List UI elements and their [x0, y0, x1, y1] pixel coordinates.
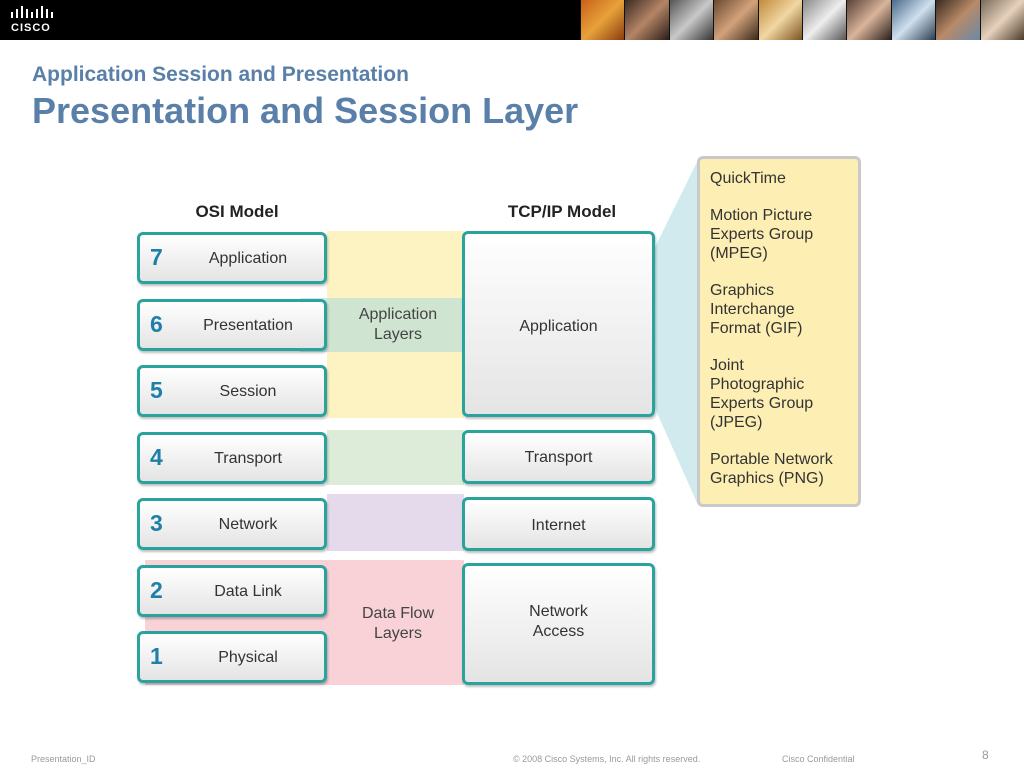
header-photo [668, 0, 714, 40]
footer-presentation-id: Presentation_ID [31, 754, 96, 764]
format-item: Graphics Interchange Format (GIF) [710, 282, 803, 337]
tcpip-layer-application: Application [462, 231, 655, 417]
layer-name: Presentation [203, 317, 293, 334]
osi-layer-5: 5 Session [137, 365, 327, 417]
layer-name: Application [208, 250, 288, 267]
layer-number: 3 [150, 510, 163, 536]
tcpip-model-heading: TCP/IP Model [507, 202, 617, 221]
layer-number: 5 [150, 377, 163, 403]
layer-name: Session [219, 383, 277, 400]
osi-layer-4: 4 Transport [137, 432, 327, 484]
slide-title: Presentation and Session Layer [32, 90, 579, 131]
footer-copyright: © 2008 Cisco Systems, Inc. All rights re… [513, 754, 701, 764]
layer-name: Transport [524, 449, 593, 466]
format-item: QuickTime [710, 170, 786, 187]
format-list: QuickTime Motion Picture Experts Group (… [710, 169, 852, 506]
layer-name: Internet [531, 517, 586, 534]
transport-band [327, 430, 464, 485]
layer-number: 6 [150, 311, 163, 337]
header-photo [846, 0, 891, 40]
osi-layer-6: 6 Presentation [137, 299, 327, 351]
tcpip-layer-transport: Transport [462, 430, 655, 484]
header-photo [624, 0, 669, 40]
layer-name: Physical [218, 649, 278, 666]
data-flow-layers-label: Data Flow Layers [361, 605, 435, 642]
layer-name: Transport [214, 450, 282, 467]
presentation-formats-callout: QuickTime Motion Picture Experts Group (… [697, 156, 861, 507]
header-photo [935, 0, 980, 40]
layer-name: Application [519, 318, 598, 335]
page-number: 8 [982, 748, 989, 762]
layer-name: Network [218, 516, 278, 533]
header-photo [757, 0, 803, 40]
layer-number: 7 [150, 244, 163, 270]
header-bar: CISCO [0, 0, 1024, 40]
logo-wordmark: CISCO [11, 22, 51, 34]
header-photo-strip [580, 0, 1024, 40]
layer-name: Network Access [529, 603, 588, 640]
osi-layer-3: 3 Network [137, 498, 327, 550]
cisco-logo: CISCO [8, 4, 68, 36]
network-band [327, 494, 464, 551]
header-photo [580, 0, 625, 40]
osi-layer-7: 7 Application [137, 232, 327, 284]
format-item: Joint Photographic Experts Group (JPEG) [710, 357, 814, 431]
header-photo [802, 0, 847, 40]
format-item: Portable Network Graphics (PNG) [710, 451, 833, 487]
layer-name: Data Link [214, 583, 282, 600]
tcpip-layer-internet: Internet [462, 497, 655, 551]
header-photo [890, 0, 936, 40]
header-photo [713, 0, 758, 40]
layer-number: 1 [150, 643, 163, 669]
osi-model-heading: OSI Model [195, 202, 279, 221]
slide-subtitle: Application Session and Presentation [32, 63, 409, 86]
cisco-bars-icon [11, 6, 53, 18]
tcpip-layer-network-access: Network Access [462, 563, 655, 685]
format-item: Motion Picture Experts Group (MPEG) [710, 207, 814, 262]
layer-number: 2 [150, 577, 163, 603]
layer-number: 4 [150, 444, 163, 470]
osi-layer-1: 1 Physical [137, 631, 327, 683]
application-layers-label: Application Layers [358, 306, 438, 343]
footer-confidential: Cisco Confidential [782, 754, 855, 764]
header-photo [979, 0, 1024, 40]
osi-layer-2: 2 Data Link [137, 565, 327, 617]
